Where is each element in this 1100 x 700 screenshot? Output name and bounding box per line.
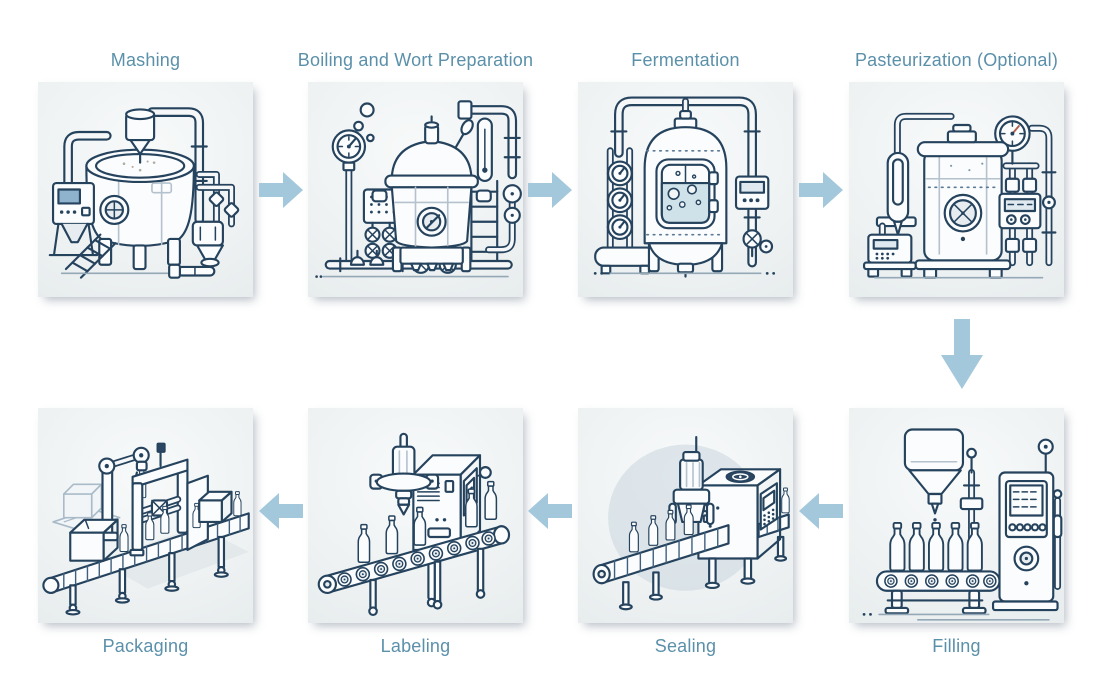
step-tile-mashing xyxy=(38,82,253,297)
step-label-packaging: Packaging xyxy=(102,636,189,656)
step-pasteurization: Pasteurization (Optional) xyxy=(849,48,1064,297)
step-label-mashing: Mashing xyxy=(110,50,181,70)
arrow-left-icon xyxy=(259,493,303,529)
step-sealing: Sealing xyxy=(578,408,793,658)
step-packaging: Packaging xyxy=(38,408,253,658)
arrow-right-icon xyxy=(259,172,303,208)
step-boiling: Boiling and Wort Preparation xyxy=(298,48,533,297)
step-tile-labeling xyxy=(308,408,523,623)
step-tile-packaging xyxy=(38,408,253,623)
pasteurizer-icon xyxy=(862,112,1057,279)
labeling-machine-icon xyxy=(317,432,511,617)
step-labeling: Labeling xyxy=(308,408,523,658)
arrow-right-icon xyxy=(528,172,572,208)
mash-tun-icon xyxy=(48,107,240,279)
arrow-down-icon xyxy=(941,319,983,389)
arrow-right-icon xyxy=(799,172,843,208)
step-fermentation: Fermentation xyxy=(578,48,793,297)
step-filling: Filling xyxy=(849,408,1064,658)
step-label-pasteurization: Pasteurization (Optional) xyxy=(854,50,1059,70)
fermentation-tank-icon xyxy=(593,96,776,278)
arrow-left-icon xyxy=(799,493,843,529)
step-tile-filling xyxy=(849,408,1064,623)
step-label-fermentation: Fermentation xyxy=(631,50,740,70)
step-label-labeling: Labeling xyxy=(380,636,451,656)
step-tile-fermentation xyxy=(578,82,793,297)
step-label-boiling: Boiling and Wort Preparation xyxy=(297,50,534,70)
step-tile-pasteurization xyxy=(849,82,1064,297)
packaging-line-icon xyxy=(42,442,250,616)
step-tile-boiling xyxy=(308,82,523,297)
arrow-left-icon xyxy=(528,493,572,529)
brew-kettle-icon xyxy=(315,100,522,278)
step-label-filling: Filling xyxy=(932,636,981,656)
step-mashing: Mashing xyxy=(38,48,253,297)
step-label-sealing: Sealing xyxy=(654,636,717,656)
sealing-machine-icon xyxy=(592,435,790,611)
step-tile-sealing xyxy=(578,408,793,623)
filling-machine-icon xyxy=(862,428,1063,621)
